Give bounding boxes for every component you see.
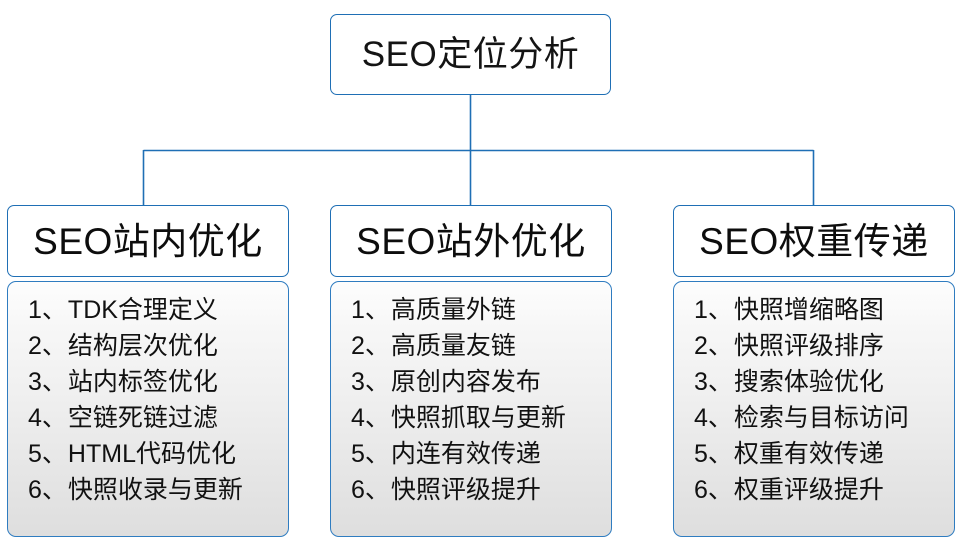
list-item-label: 站内标签优化	[67, 368, 218, 396]
list-item-number: 4	[694, 404, 708, 432]
list-item-separator: 、	[707, 404, 733, 432]
list-item-number: 3	[351, 368, 365, 396]
list-item-label: 权重有效传递	[733, 440, 884, 468]
list-item-number: 1	[28, 296, 42, 324]
list-item-number: 5	[694, 440, 708, 468]
list-item-separator: 、	[41, 332, 67, 360]
list-item-label: 高质量外链	[390, 296, 516, 324]
list-item-separator: 、	[41, 368, 67, 396]
list-item-separator: 、	[364, 404, 390, 432]
list-item: 6 、 快照收录与更新	[28, 472, 288, 508]
list-item-label: 原创内容发布	[390, 368, 541, 396]
list-item-separator: 、	[41, 440, 67, 468]
list-item-label: 结构层次优化	[67, 332, 218, 360]
root-node-title: SEO定位分析	[361, 35, 580, 74]
list-item: 2 、 结构层次优化	[28, 328, 288, 364]
list-item-label: 快照抓取与更新	[390, 404, 566, 432]
branch-item-list-3: 1 、 快照增缩略图 2 、 快照评级排序 3 、 搜索体验优化 4 、	[674, 292, 954, 508]
list-item-label: 快照增缩略图	[733, 296, 884, 324]
list-item: 3 、 站内标签优化	[28, 364, 288, 400]
root-node[interactable]: SEO定位分析	[330, 14, 611, 95]
list-item-separator: 、	[364, 368, 390, 396]
list-item-separator: 、	[364, 296, 390, 324]
list-item-separator: 、	[364, 440, 390, 468]
list-item-number: 4	[28, 404, 42, 432]
list-item-separator: 、	[364, 476, 390, 504]
list-item-label: 快照评级排序	[733, 332, 884, 360]
list-item: 2 、 快照评级排序	[694, 328, 954, 364]
branch-item-list-2: 1 、 高质量外链 2 、 高质量友链 3 、 原创内容发布 4 、 快	[331, 292, 611, 508]
list-item-separator: 、	[707, 476, 733, 504]
list-item-number: 2	[694, 332, 708, 360]
list-item-number: 3	[28, 368, 42, 396]
list-item-number: 2	[351, 332, 365, 360]
list-item: 1 、 快照增缩略图	[694, 292, 954, 328]
list-item-label: 快照评级提升	[390, 476, 541, 504]
list-item-separator: 、	[707, 332, 733, 360]
list-item-number: 5	[28, 440, 42, 468]
list-item-separator: 、	[41, 404, 67, 432]
branch-header-title-3: SEO权重传递	[699, 220, 929, 262]
list-item-separator: 、	[41, 476, 67, 504]
list-item-label: 高质量友链	[390, 332, 516, 360]
list-item-number: 6	[351, 476, 365, 504]
list-item-label: TDK合理定义	[67, 296, 218, 324]
list-item: 5 、 HTML代码优化	[28, 436, 288, 472]
list-item-separator: 、	[364, 332, 390, 360]
list-item-label: 权重评级提升	[733, 476, 884, 504]
branch-header-2[interactable]: SEO站外优化	[330, 205, 612, 277]
list-item-label: HTML代码优化	[67, 440, 236, 468]
list-item-number: 5	[351, 440, 365, 468]
list-item: 4 、 空链死链过滤	[28, 400, 288, 436]
list-item: 2 、 高质量友链	[351, 328, 611, 364]
branch-header-title-2: SEO站外优化	[356, 220, 586, 262]
list-item: 3 、 原创内容发布	[351, 364, 611, 400]
list-item-label: 搜索体验优化	[733, 368, 884, 396]
list-item: 4 、 快照抓取与更新	[351, 400, 611, 436]
list-item: 6 、 快照评级提升	[351, 472, 611, 508]
list-item-number: 4	[351, 404, 365, 432]
list-item-separator: 、	[41, 296, 67, 324]
branch-body-1: 1 、 TDK合理定义 2 、 结构层次优化 3 、 站内标签优化 4 、	[7, 281, 289, 537]
list-item-label: 快照收录与更新	[67, 476, 243, 504]
branch-header-title-1: SEO站内优化	[33, 220, 263, 262]
branch-item-list-1: 1 、 TDK合理定义 2 、 结构层次优化 3 、 站内标签优化 4 、	[8, 292, 288, 508]
list-item: 1 、 高质量外链	[351, 292, 611, 328]
list-item-number: 6	[28, 476, 42, 504]
list-item: 5 、 内连有效传递	[351, 436, 611, 472]
list-item-number: 2	[28, 332, 42, 360]
branch-column-3: SEO权重传递 1 、 快照增缩略图 2 、 快照评级排序 3 、 搜索体验优化	[673, 205, 955, 537]
branch-body-2: 1 、 高质量外链 2 、 高质量友链 3 、 原创内容发布 4 、 快	[330, 281, 612, 537]
list-item: 1 、 TDK合理定义	[28, 292, 288, 328]
list-item: 6 、 权重评级提升	[694, 472, 954, 508]
branch-header-3[interactable]: SEO权重传递	[673, 205, 955, 277]
branch-column-2: SEO站外优化 1 、 高质量外链 2 、 高质量友链 3 、 原创内容发布	[330, 205, 612, 537]
list-item-label: 内连有效传递	[390, 440, 541, 468]
branch-body-3: 1 、 快照增缩略图 2 、 快照评级排序 3 、 搜索体验优化 4 、	[673, 281, 955, 537]
list-item-label: 空链死链过滤	[67, 404, 218, 432]
list-item-separator: 、	[707, 368, 733, 396]
list-item-number: 6	[694, 476, 708, 504]
list-item: 4 、 检索与目标访问	[694, 400, 954, 436]
list-item-number: 1	[694, 296, 708, 324]
branch-header-1[interactable]: SEO站内优化	[7, 205, 289, 277]
list-item: 3 、 搜索体验优化	[694, 364, 954, 400]
list-item: 5 、 权重有效传递	[694, 436, 954, 472]
list-item-separator: 、	[707, 296, 733, 324]
list-item-separator: 、	[707, 440, 733, 468]
list-item-number: 1	[351, 296, 365, 324]
list-item-number: 3	[694, 368, 708, 396]
branch-column-1: SEO站内优化 1 、 TDK合理定义 2 、 结构层次优化 3 、 站内标签优…	[7, 205, 289, 537]
list-item-label: 检索与目标访问	[733, 404, 909, 432]
